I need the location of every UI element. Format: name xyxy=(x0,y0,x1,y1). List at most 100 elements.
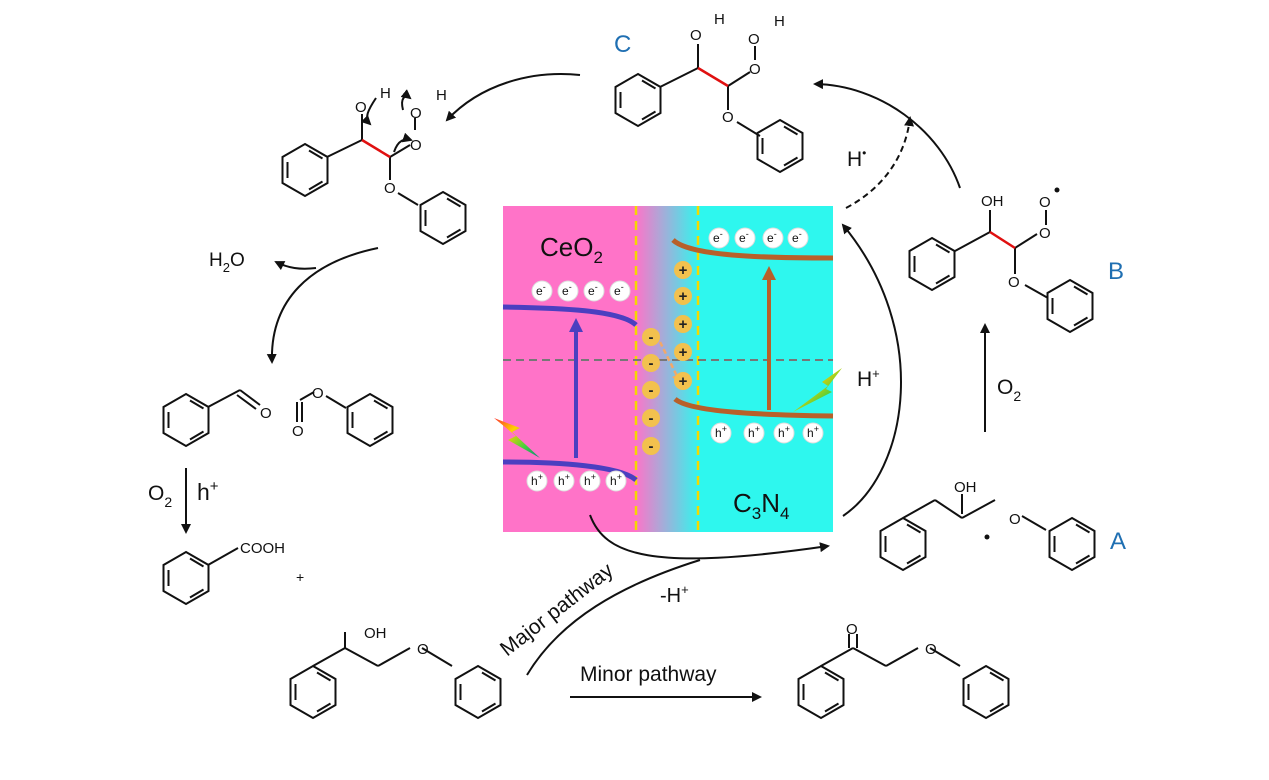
atom-o: O xyxy=(1009,511,1021,528)
cleaving-bond xyxy=(361,138,391,159)
minor-pathway-label: Minor pathway xyxy=(580,663,717,686)
svg-text:h+: h+ xyxy=(610,472,622,488)
radical-dot xyxy=(1054,187,1060,193)
svg-text:+: + xyxy=(679,316,688,333)
proton-label: H+ xyxy=(857,366,880,391)
hole-marker: h+ xyxy=(579,470,601,492)
heterojunction-panel: CeO2 C3N4 e-e-e-e-h+h+h+h+e-e-e-e-h+h+h+… xyxy=(494,206,842,532)
major-pathway-label: Major pathway xyxy=(496,558,618,661)
positive-charge: + xyxy=(674,261,692,279)
atom-o: O xyxy=(690,27,702,44)
svg-text:h+: h+ xyxy=(807,424,819,440)
atom-oh: OH xyxy=(981,193,1004,210)
atom-o: O xyxy=(748,31,760,48)
arrow-h-radical xyxy=(845,116,915,209)
svg-text:e-: e- xyxy=(713,229,723,245)
hole-marker: h+ xyxy=(526,470,548,492)
svg-text:e-: e- xyxy=(588,282,598,298)
atom-o: O xyxy=(1008,274,1020,291)
arrow-intermediate-to-products xyxy=(266,247,379,364)
atom-h: H xyxy=(380,85,391,102)
molecule-phenyl-formate xyxy=(296,391,394,447)
negative-charge: - xyxy=(642,437,660,455)
atom-o: O xyxy=(292,423,304,440)
svg-text:h+: h+ xyxy=(531,472,543,488)
electron-marker: e- xyxy=(734,227,756,249)
arrow-major-pathway xyxy=(526,559,701,676)
svg-text:h+: h+ xyxy=(778,424,790,440)
negative-charge: - xyxy=(642,381,660,399)
arrow-C-to-intermediate xyxy=(445,73,581,122)
electron-marker: e- xyxy=(762,227,784,249)
hole-marker: h+ xyxy=(773,422,795,444)
light-bolt-icon xyxy=(793,368,842,412)
svg-text:h+: h+ xyxy=(715,424,727,440)
label-C: C xyxy=(614,31,631,58)
molecule-benzoic-acid xyxy=(162,547,239,605)
charge-markers: e-e-e-e-h+h+h+h+e-e-e-e-h+h+h+h+-----+++… xyxy=(526,227,824,492)
svg-text:+: + xyxy=(679,344,688,361)
svg-text:e-: e- xyxy=(739,229,749,245)
svg-text:e-: e- xyxy=(767,229,777,245)
svg-text:-: - xyxy=(649,382,654,399)
positive-charge: + xyxy=(674,372,692,390)
phenoxy-ring xyxy=(1048,517,1096,571)
positive-charge: + xyxy=(674,287,692,305)
c3n4-valence-band xyxy=(673,396,834,419)
svg-text:+: + xyxy=(679,373,688,390)
hole-marker: h+ xyxy=(605,470,627,492)
svg-text:e-: e- xyxy=(614,282,624,298)
label-A: A xyxy=(1110,528,1126,555)
hole-marker: h+ xyxy=(743,422,765,444)
atom-o: O xyxy=(260,405,272,422)
atom-cooh: COOH xyxy=(240,540,285,557)
ceo2-conduction-band xyxy=(502,304,638,327)
atom-o: O xyxy=(1039,225,1051,242)
positive-charge: + xyxy=(674,315,692,333)
label-B: B xyxy=(1108,258,1124,285)
ceo2-valence-band xyxy=(502,459,638,483)
electron-marker: e- xyxy=(583,280,605,302)
svg-text:-: - xyxy=(649,329,654,346)
negative-charge: - xyxy=(642,354,660,372)
oxygen-label: O2 xyxy=(997,376,1021,404)
c3n4-conduction-band xyxy=(671,238,834,261)
positive-charge: + xyxy=(674,343,692,361)
svg-text:h+: h+ xyxy=(558,472,570,488)
svg-text:h+: h+ xyxy=(584,472,596,488)
hole-marker: h+ xyxy=(710,422,732,444)
molecule-ketone-product xyxy=(797,634,1010,719)
negative-charge: - xyxy=(642,328,660,346)
atom-h: H xyxy=(436,87,447,104)
arrow-A-to-panel xyxy=(841,223,902,517)
electron-marker: e- xyxy=(609,280,631,302)
atom-o: O xyxy=(417,641,429,658)
hole-marker: h+ xyxy=(553,470,575,492)
cleaving-bond xyxy=(989,230,1016,250)
c3n4-label: C3N4 xyxy=(733,488,790,523)
hole-label: h+ xyxy=(197,478,219,505)
atom-o: O xyxy=(410,137,422,154)
svg-text:e-: e- xyxy=(562,282,572,298)
h-radical-label: H• xyxy=(847,146,866,171)
electron-marker: e- xyxy=(708,227,730,249)
atom-o: O xyxy=(410,105,422,122)
svg-text:-: - xyxy=(649,410,654,427)
molecule-intermediate xyxy=(281,89,467,245)
deprotonation-label: -H+ xyxy=(660,582,689,607)
molecule-starting-material xyxy=(289,632,502,719)
molecule-benzaldehyde xyxy=(162,389,261,447)
plus-sign: + xyxy=(296,569,304,585)
svg-text:e-: e- xyxy=(536,282,546,298)
oxidation-o2-label: O2 xyxy=(148,482,172,510)
light-bolt-icon xyxy=(494,418,540,458)
svg-text:+: + xyxy=(679,288,688,305)
atom-o: O xyxy=(1039,194,1051,211)
molecule-A xyxy=(879,494,1047,571)
svg-text:+: + xyxy=(679,262,688,279)
molecule-C xyxy=(614,44,804,173)
atom-h: H xyxy=(714,11,725,28)
arrow-B-to-C xyxy=(813,79,961,189)
svg-text:h+: h+ xyxy=(748,424,760,440)
